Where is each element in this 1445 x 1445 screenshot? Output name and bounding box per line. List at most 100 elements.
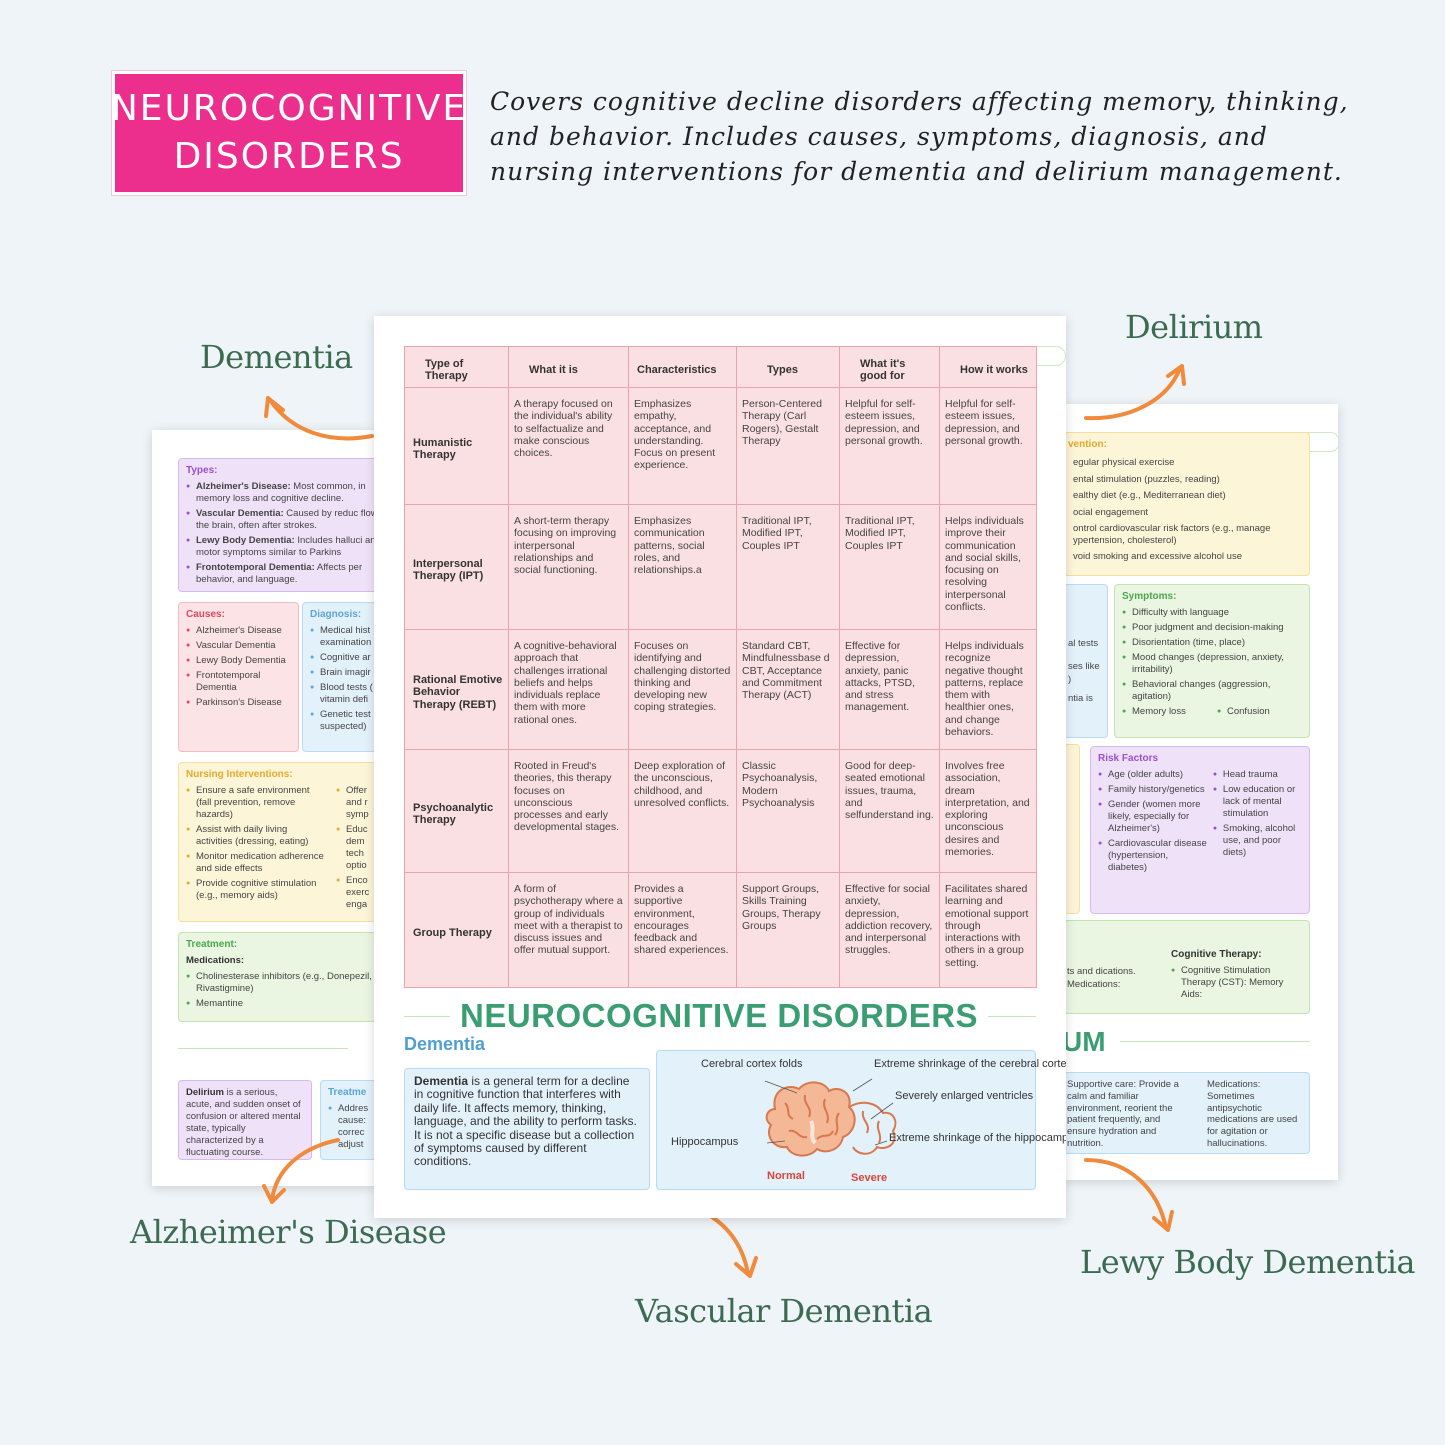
table-header-row: Type of Therapy What it is Characteristi… (404, 346, 1037, 388)
care-box: Supportive care: Provide a calm and fami… (1062, 1072, 1310, 1154)
list-item: Frontotemporal Dementia (186, 670, 291, 694)
treatment-heading: Treatment: (186, 939, 238, 950)
table-cell: A form of psychotherapy where a group of… (508, 872, 629, 988)
diagnosis-box: Diagnosis: Medical hist examination Cogn… (302, 602, 378, 752)
title-badge: NEUROCOGNITIVE DISORDERS (111, 71, 466, 195)
column-header: What it is (508, 346, 629, 388)
diagnosis-heading: Diagnosis: (310, 609, 362, 620)
list-item: Blood tests ( vitamin defi (310, 682, 378, 706)
cognitive-heading: Cognitive Therapy: (1171, 949, 1262, 960)
table-cell: Effective for depression, anxiety, panic… (839, 629, 940, 750)
brain-icon (765, 1081, 897, 1157)
list-item: Offer and r symp (336, 785, 378, 821)
dementia-page: Types: Alzheimer's Disease: Most common,… (152, 430, 378, 1186)
table-row: Interpersonal Therapy (IPT) A short-term… (404, 504, 1037, 630)
list-item: Brain imagir (310, 667, 378, 679)
list-item: Cholinesterase inhibitors (e.g., Donepez… (186, 971, 378, 995)
supportive-care-text: Supportive care: Provide a calm and fami… (1067, 1079, 1179, 1149)
list-item: Ensure a safe environment (fall preventi… (186, 785, 326, 821)
table-cell: A therapy focused on the individual's ab… (508, 387, 629, 505)
table-cell: A short-term therapy focusing on improvi… (508, 504, 629, 630)
column-header: Characteristics (628, 346, 737, 388)
table-cell: Traditional IPT, Modified IPT, Couples I… (736, 504, 840, 630)
list-item: Age (older adults) (1098, 769, 1207, 781)
table-row: Psychoanalytic Therapy Rooted in Freud's… (404, 749, 1037, 873)
table-cell: Support Groups, Skills Training Groups, … (736, 872, 840, 988)
brain-illustration (764, 1078, 897, 1157)
list-item: Monitor medication adherence and side ef… (186, 851, 326, 875)
table-cell: Traditional IPT, Modified IPT, Couples I… (839, 504, 940, 630)
cognitive-left-text: ts and dications. Medications: (1067, 966, 1136, 990)
label-ventricles: Severely enlarged ventricles (895, 1090, 1034, 1102)
table-cell: Deep exploration of the unconscious, chi… (628, 749, 737, 873)
list-item: Cognitive Stimulation Therapy (CST): Mem… (1171, 965, 1303, 1001)
medications-text: Medications: Sometimes antipsychotic med… (1207, 1079, 1298, 1149)
brain-diagram: Cerebral cortex folds Extreme shrinkage … (656, 1050, 1066, 1190)
list-item: Head trauma (1213, 769, 1302, 781)
table-cell: Humanistic Therapy (404, 387, 509, 505)
table-cell: A cognitive-behavioral approach that cha… (508, 629, 629, 750)
table-cell: Helps individuals improve their communic… (939, 504, 1037, 630)
list-item: Memory loss (1122, 706, 1217, 718)
cognitive-box: ts and dications. Medications: Cognitive… (1062, 920, 1310, 1014)
table-cell: Effective for social anxiety, depression… (839, 872, 940, 988)
list-item: Behavioral changes (aggression, agitatio… (1122, 679, 1302, 703)
list-item: Low education or lack of mental stimulat… (1213, 784, 1302, 820)
list-item: Family history/genetics (1098, 784, 1207, 796)
prevention-heading: vention: (1068, 439, 1107, 450)
table-cell: Helps individuals recognize negative tho… (939, 629, 1037, 750)
column-header: Types (736, 346, 840, 388)
list-item: Frontotemporal Dementia: Affects per beh… (186, 562, 378, 586)
list-item: Genetic test suspected) (310, 709, 378, 733)
tests-box: al tests ses like ) ntia is (1062, 584, 1108, 738)
list-item: ontrol cardiovascular risk factors (e.g.… (1073, 523, 1271, 546)
list-item: ental stimulation (puzzles, reading) (1073, 473, 1220, 485)
nursing-box: Nursing Interventions: Ensure a safe env… (178, 762, 378, 922)
causes-heading: Causes: (186, 609, 225, 620)
list-item: Cardiovascular disease (hypertension, di… (1098, 838, 1207, 874)
list-item: Alzheimer's Disease: Most common, in mem… (186, 481, 378, 505)
label-hippocampus: Hippocampus (671, 1136, 739, 1148)
risk-heading: Risk Factors (1098, 753, 1159, 764)
list-item: Assist with daily living activities (dre… (186, 824, 326, 848)
list-item: void smoking and excessive alcohol use (1073, 551, 1242, 562)
label-lines (764, 1078, 894, 1146)
label-extreme-cortex: Extreme shrinkage of the cerebral cortex (874, 1058, 1066, 1070)
types-heading: Types: (186, 465, 218, 476)
table-cell: Provides a supportive environment, encou… (628, 872, 737, 988)
side-box (1062, 744, 1080, 914)
list-item: al tests (1068, 638, 1099, 649)
divider (1120, 1041, 1310, 1042)
list-item: Medical hist examination (310, 625, 378, 649)
list-item: ocial engagement (1073, 506, 1148, 518)
types-box: Types: Alzheimer's Disease: Most common,… (178, 458, 378, 592)
table-cell: Focuses on identifying and challenging d… (628, 629, 737, 750)
therapy-table: Type of Therapy What it is Characteristi… (404, 346, 1037, 988)
list-item: Enco exerc enga (336, 875, 378, 911)
callout-dementia: Dementia (200, 338, 353, 376)
banner-title: NEUROCOGNITIVE DISORDERS (460, 997, 979, 1034)
column-header: Type of Therapy (404, 346, 509, 388)
table-cell: Emphasizes empathy, acceptance, and unde… (628, 387, 737, 505)
list-item: Confusion (1217, 706, 1270, 718)
treatment2-box: Treatme Addres cause: correc adjust (320, 1080, 378, 1160)
label-severe: Severe (851, 1172, 888, 1184)
table-cell: Rational Emotive Behavior Therapy (REBT) (404, 629, 509, 750)
list-item: Educ dem tech optio (336, 824, 378, 872)
list-item: Gender (women more likely, especially fo… (1098, 799, 1207, 835)
table-cell: Helpful for self-esteem issues, depressi… (939, 387, 1037, 505)
heading-fragment: UM (1062, 1026, 1106, 1057)
list-item: Smoking, alcohol use, and poor diets) (1213, 823, 1302, 859)
callout-lewy: Lewy Body Dementia (1080, 1243, 1416, 1281)
list-item: ntia is (1068, 693, 1093, 704)
table-cell: Involves free association, dream interpr… (939, 749, 1037, 873)
table-cell: Rooted in Freud's theories, this therapy… (508, 749, 629, 873)
table-cell: Emphasizes communication patterns, socia… (628, 504, 737, 630)
list-item: Difficulty with language (1122, 607, 1302, 619)
list-item: Poor judgment and decision-making (1122, 622, 1302, 634)
list-item: Vascular Dementia: Caused by reduc flow … (186, 508, 378, 532)
risk-box: Risk Factors Age (older adults) Family h… (1090, 746, 1310, 914)
column-header: What it's good for (839, 346, 940, 388)
medications-subheading: Medications: (186, 955, 245, 966)
therapy-page: 9 Type of Therapy What it is Characteris… (374, 316, 1066, 1218)
